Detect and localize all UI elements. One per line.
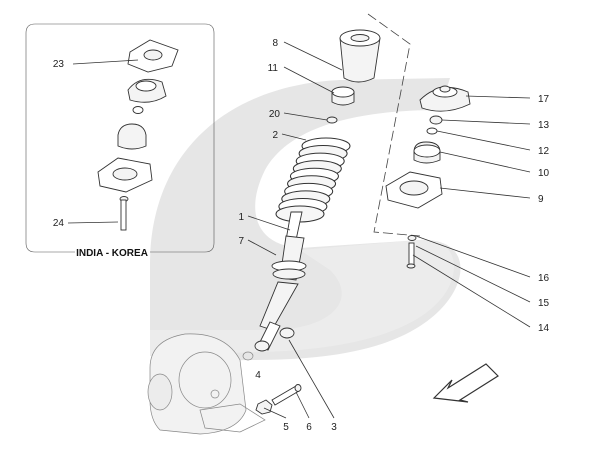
- direction-arrow-icon: [432, 363, 499, 403]
- nut: [429, 115, 443, 125]
- bump-stop: [331, 86, 355, 106]
- bushing: [279, 327, 295, 339]
- rubber-mount: [413, 141, 441, 164]
- lower-nut: [255, 399, 273, 415]
- callout-6: 6: [306, 422, 312, 433]
- callout-5: 5: [283, 422, 289, 433]
- dust-boot: [339, 29, 381, 83]
- watermark-logo: [150, 78, 461, 362]
- washer: [326, 116, 338, 124]
- inset-bolt: [119, 196, 129, 231]
- inset-top-plate: [127, 39, 179, 73]
- callouts: 23 24 8 11 20 2 1 7 4 5 6 3 17 13 12 10 …: [53, 38, 550, 433]
- lower-bolt: [271, 384, 302, 406]
- callout-8: 8: [272, 38, 278, 49]
- shock-absorber: [254, 211, 307, 352]
- top-mount: [419, 85, 471, 112]
- plate-bolt: [406, 242, 416, 269]
- callout-2: 2: [272, 130, 278, 141]
- inset-nut: [132, 106, 144, 114]
- callout-13: 13: [538, 120, 550, 131]
- washer-upper: [426, 127, 438, 135]
- callout-20: 20: [269, 109, 281, 120]
- callout-24: 24: [53, 218, 65, 229]
- callout-16: 16: [538, 273, 550, 284]
- inset-caption: INDIA - KOREA: [76, 248, 148, 259]
- callout-14: 14: [538, 323, 550, 334]
- coil-spring: [275, 137, 351, 223]
- callout-23: 23: [53, 59, 65, 70]
- spring-plate: [385, 171, 443, 209]
- callout-10: 10: [538, 168, 550, 179]
- callout-3: 3: [331, 422, 337, 433]
- leader-lines: [67, 41, 531, 419]
- callout-4: 4: [255, 370, 261, 381]
- callout-17: 17: [538, 94, 550, 105]
- inset-lower-plate: [97, 157, 153, 193]
- hub-assembly: [147, 333, 266, 435]
- assembly-guide-line: [367, 13, 421, 237]
- callout-12: 12: [538, 146, 550, 157]
- inset-frame: [25, 23, 215, 253]
- callout-7: 7: [238, 236, 244, 247]
- callout-9: 9: [538, 194, 544, 205]
- callout-1: 1: [238, 212, 244, 223]
- washer-lower: [407, 235, 417, 241]
- callout-11: 11: [268, 63, 279, 74]
- inset-mount: [127, 78, 167, 103]
- inset-bump-stop: [117, 123, 147, 150]
- callout-15: 15: [538, 298, 550, 309]
